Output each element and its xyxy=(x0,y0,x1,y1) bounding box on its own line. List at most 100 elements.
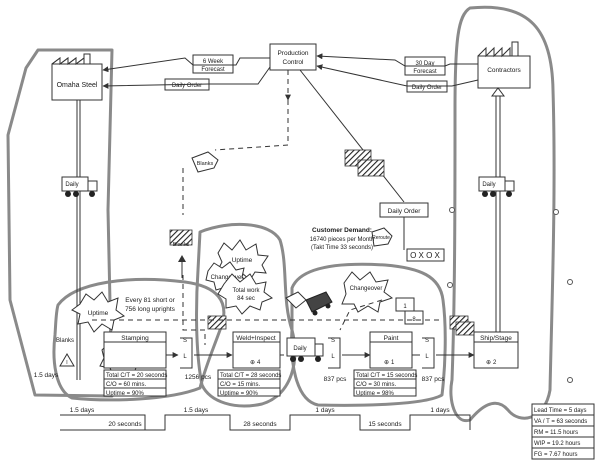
supermarket-stamping-s: S xyxy=(183,338,187,344)
supplier-factory[interactable]: Omaha Steel xyxy=(51,53,103,101)
operator-icon: ⊕ xyxy=(384,360,389,366)
process-paint-ct: Total C/T = 15 seconds xyxy=(356,373,417,379)
supermarket-weld[interactable]: S L xyxy=(328,337,341,369)
timeline-lead-4: 1 days xyxy=(430,407,450,414)
withdrawal-forklift-icon xyxy=(285,291,333,316)
summary-va-t: VA / T = 63 seconds xyxy=(534,419,587,425)
inbound-truck[interactable]: Daily xyxy=(61,176,98,197)
process-paint[interactable]: Paint ⊕ 1 xyxy=(369,331,413,369)
process-stamping-data: Total C/T = 20 seconds C/O = 60 mins. Up… xyxy=(103,369,167,397)
customer-demand-line2: (Takt Time 33 seconds) xyxy=(311,245,373,251)
production-control-line2: Control xyxy=(283,59,305,66)
load-leveling-box[interactable]: O X O X xyxy=(406,248,445,262)
six-week-forecast-line1: 6 Week xyxy=(203,59,224,65)
kaizen-changeover-right-label: Changeover xyxy=(350,286,383,292)
timeline-process-1: 20 seconds xyxy=(108,421,142,428)
supplier-name: Omaha Steel xyxy=(57,82,98,89)
outline-paint-loop xyxy=(290,262,447,407)
marker-dot xyxy=(567,377,573,383)
process-stamping-ct: Total C/T = 20 seconds xyxy=(106,373,167,379)
process-ship-stage[interactable]: Ship/Stage ⊕ 2 xyxy=(473,331,519,369)
daily-order-supplier-label: Daily Order xyxy=(172,83,202,89)
withdrawal-kanban-ship-b[interactable] xyxy=(455,321,475,336)
withdrawal-kanban-weld[interactable] xyxy=(207,315,227,330)
reroute-kanban-label: Reroute xyxy=(372,235,390,241)
kaizen-uptime-left-label: Uptime xyxy=(88,310,109,317)
daily-order-center-label: Daily Order xyxy=(388,208,422,215)
process-stamping-co: C/O = 60 mins. xyxy=(106,382,147,388)
process-weld-uptime: Uptime = 90% xyxy=(220,391,259,397)
process-weld-operators: 4 xyxy=(257,360,261,366)
blanks-inventory[interactable]: Blanks I 1.5 days xyxy=(34,338,75,379)
supermarket-stamping-l: L xyxy=(183,354,187,360)
kaizen-changeover-top-label: Changeover xyxy=(211,275,244,281)
timeline-lead-3: 1 days xyxy=(315,407,335,414)
reroute-kanban-stack[interactable]: Reroute xyxy=(344,149,393,247)
operator-icon: ⊕ xyxy=(250,360,255,366)
process-weld-inspect[interactable]: Weld+Inspect ⊕ 4 xyxy=(232,331,281,369)
marker-dot xyxy=(447,282,453,288)
six-week-forecast-line2: Forecast xyxy=(201,67,225,73)
info-arrow-order-to-supplier xyxy=(102,66,271,89)
customer-demand-title: Customer Demand: xyxy=(312,227,372,234)
daily-order-customer-label: Daily Order xyxy=(412,85,442,91)
load-leveling-symbols: O X O X xyxy=(410,251,440,260)
process-weld-name: Weld+Inspect xyxy=(236,335,276,342)
summary-lead-time: Lead Time = 5 days xyxy=(534,408,587,414)
batch-kanban-1[interactable]: 1 xyxy=(395,297,415,312)
outbound-truck-label: Daily xyxy=(482,182,495,188)
supermarket-paint[interactable]: S L xyxy=(422,337,435,369)
info-arrow-customer-order xyxy=(316,64,479,87)
inventory-837-pcs-a: 837 pcs xyxy=(324,376,348,383)
process-weld-data: Total C/T = 28 seconds C/O = 15 mins. Up… xyxy=(217,369,281,397)
six-week-forecast-box[interactable]: 6 Week Forecast xyxy=(192,54,234,74)
supermarket-weld-l: L xyxy=(331,354,335,360)
customer-name: Contractors xyxy=(487,67,521,74)
middle-truck[interactable]: Daily xyxy=(286,337,324,362)
timeline-process-3: 15 seconds xyxy=(368,421,402,428)
marker-dot xyxy=(567,279,573,285)
process-stamping-uptime: Uptime = 90% xyxy=(106,391,145,397)
outbound-truck[interactable]: Daily xyxy=(478,176,515,197)
uprights-note-line1: Every 81 short or xyxy=(125,297,175,304)
blanks-withdrawal-label: Blanks xyxy=(173,242,190,248)
batch-kanban-1-label: 1 xyxy=(403,304,407,310)
daily-order-center-box[interactable]: Daily Order xyxy=(379,202,429,218)
timeline-lead-2: 1.5 days xyxy=(184,407,209,414)
customer-factory[interactable]: Contractors xyxy=(477,41,531,89)
outline-weld-loop xyxy=(195,222,297,408)
summary-box: Lead Time = 5 days VA / T = 63 seconds R… xyxy=(531,403,595,460)
dashed-kanban-loop xyxy=(182,275,206,345)
outline-customer-loop xyxy=(449,5,556,423)
kaizen-total-work-line2: 84 sec xyxy=(237,296,255,302)
blanks-signal-label: Blanks xyxy=(197,161,214,167)
process-paint-co: C/O = 30 mins. xyxy=(356,382,397,388)
dashed-paint-loop xyxy=(339,299,383,331)
production-control-line1: Production xyxy=(277,50,308,57)
kaizen-changeover-right[interactable]: Changeover xyxy=(341,271,394,313)
outline-stamping-loop xyxy=(52,277,226,402)
blanks-signal-kanban[interactable]: Blanks xyxy=(191,151,219,173)
kaizen-total-work-line1: Total work xyxy=(232,288,260,294)
process-stamping-name: Stamping xyxy=(121,335,149,342)
uprights-note-line2: 756 long uprights xyxy=(125,306,176,313)
process-paint-uptime: Uptime = 98% xyxy=(356,391,395,397)
svg-text:I: I xyxy=(66,360,67,366)
supermarket-stamping[interactable]: S L xyxy=(180,337,193,369)
process-ship-operators: 2 xyxy=(493,360,497,366)
blanks-withdrawal-kanban[interactable]: Blanks xyxy=(169,229,193,248)
summary-fg: FG = 7.67 hours xyxy=(534,452,578,458)
supermarket-paint-s: S xyxy=(425,338,429,344)
blanks-inventory-label: Blanks xyxy=(56,338,74,344)
process-stamping[interactable]: Stamping xyxy=(103,331,167,369)
summary-rm: RM = 11.5 hours xyxy=(534,430,578,436)
production-control-box[interactable]: Production Control xyxy=(269,43,317,71)
kaizen-total-work[interactable]: Total work 84 sec xyxy=(217,273,274,315)
kaizen-uptime-top-label: Uptime xyxy=(232,257,253,264)
batch-kanban-8-label: 8 xyxy=(412,317,416,323)
process-ship-name: Ship/Stage xyxy=(480,335,512,342)
batch-kanban-8[interactable]: 8 xyxy=(404,310,424,325)
process-paint-data: Total C/T = 15 seconds C/O = 30 mins. Up… xyxy=(353,369,417,397)
summary-wip: WIP = 19.2 hours xyxy=(534,441,580,447)
